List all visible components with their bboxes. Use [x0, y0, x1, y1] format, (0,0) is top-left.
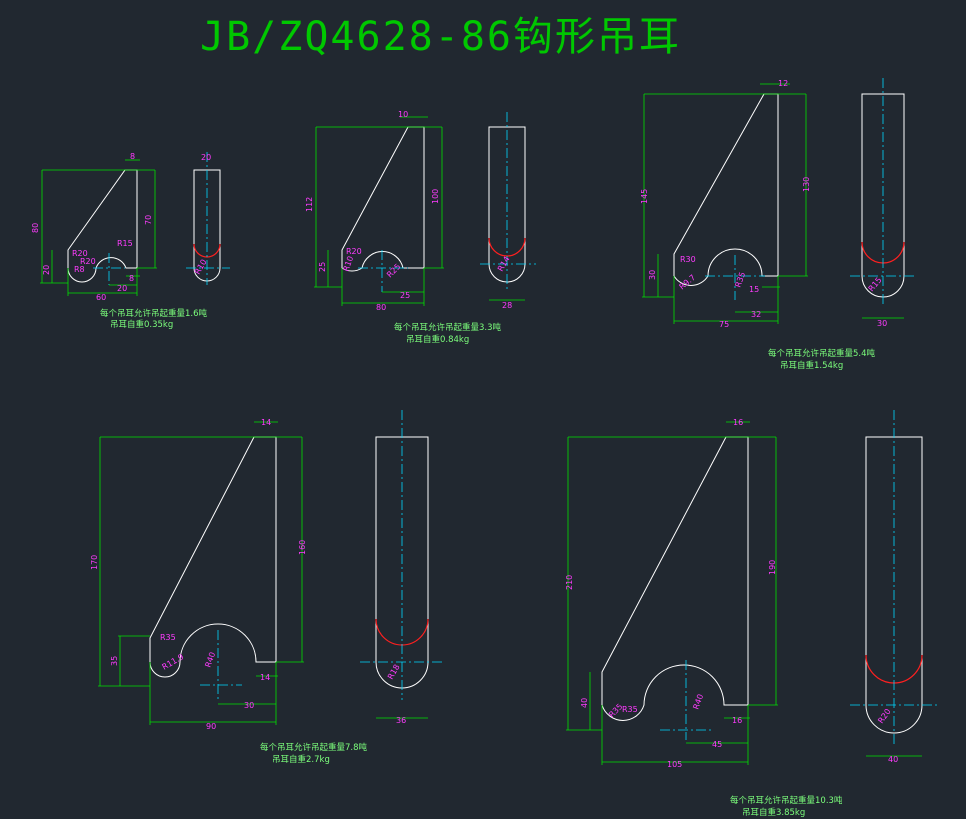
lug1-r2: R15 — [117, 239, 133, 248]
lug5-w-end: 16 — [732, 716, 742, 725]
lug2-side-r: R14 — [496, 255, 512, 273]
lug2-top-w: 10 — [398, 110, 408, 119]
lug3-h-base: 30 — [648, 270, 657, 280]
lug4-r1: R35 — [160, 633, 176, 642]
lug1-w-end: 8 — [129, 274, 134, 283]
lug4-side-r: R18 — [386, 663, 402, 681]
lug-5-front-view: 16 210 190 40 R35 R40 R35 105 45 16 — [565, 418, 778, 769]
lug5-w-right: 45 — [712, 740, 722, 749]
lug4-w-right: 30 — [244, 701, 254, 710]
lug5-w-total: 105 — [667, 760, 682, 769]
lug5-top-w: 16 — [733, 418, 743, 427]
lug3-r2: R9.7 — [678, 273, 698, 292]
lug5-r2: R40 — [691, 693, 705, 711]
lug2-h-total: 112 — [305, 197, 314, 212]
lug4-h-side: 160 — [298, 540, 307, 555]
lug-2-front-view: 10 112 100 25 R20 R10 R25 80 25 — [305, 110, 444, 312]
lug3-side-w: 30 — [877, 319, 887, 328]
lug5-h-total: 210 — [565, 575, 574, 590]
lug-5-side-view: 40 R20 — [850, 410, 940, 764]
lug5-h-side: 190 — [768, 560, 777, 575]
lug4-h-base: 35 — [110, 656, 119, 666]
lug1-note-load: 每个吊耳允许吊起重量1.6吨 — [100, 308, 208, 319]
lug1-note-weight: 吊耳自重0.35kg — [110, 319, 173, 330]
lug3-w-total: 75 — [719, 320, 729, 329]
lug3-note-weight: 吊耳自重1.54kg — [780, 360, 843, 371]
lug3-h-side: 130 — [802, 177, 811, 192]
lug3-r3: R35 — [733, 271, 747, 289]
lug5-note-load: 每个吊耳允许吊起重量10.3吨 — [730, 795, 843, 806]
lug2-w-right: 25 — [400, 291, 410, 300]
lug2-r2: R10 — [341, 255, 355, 273]
lug5-side-r: R20 — [876, 707, 892, 725]
lug3-top-w: 12 — [778, 79, 788, 88]
lug1-w-right: 20 — [117, 284, 127, 293]
lug4-top-w: 14 — [261, 418, 271, 427]
lug1-side-w: 20 — [201, 153, 211, 162]
lug1-r3: R20 — [80, 257, 96, 266]
lug1-r1: R20 — [72, 249, 88, 258]
lug2-r3: R25 — [385, 262, 403, 280]
drawing-title: JB/ZQ4628-86钩形吊耳 — [200, 14, 681, 60]
lug-4-side-view: 36 R18 — [360, 410, 444, 725]
lug4-side-w: 36 — [396, 716, 406, 725]
lug1-h-side: 70 — [144, 215, 153, 225]
lug4-w-end: 14 — [260, 673, 270, 682]
lug3-w-end: 15 — [749, 285, 759, 294]
lug4-h-total: 170 — [90, 555, 99, 570]
lug3-side-r: R15 — [867, 275, 884, 293]
lug3-h-total: 145 — [640, 189, 649, 204]
lug3-r1: R30 — [680, 255, 696, 264]
lug-2-side-view: 28 R14 — [480, 112, 536, 310]
lug-1-side-view: 20 R10 — [186, 152, 230, 285]
lug3-note-load: 每个吊耳允许吊起重量5.4吨 — [768, 348, 876, 359]
lug4-w-total: 90 — [206, 722, 216, 731]
lug-4-front-view: 14 170 160 35 R35 R11.9 R40 90 30 14 — [90, 418, 307, 731]
lug4-r2: R11.9 — [161, 652, 186, 671]
lug1-w-total: 60 — [96, 293, 106, 302]
lug4-r3: R40 — [203, 651, 217, 669]
lug2-w-total: 80 — [376, 303, 386, 312]
lug5-side-w: 40 — [888, 755, 898, 764]
lug-1-front-view: 8 80 70 20 R20 R15 R20 R8 60 20 8 — [31, 152, 157, 302]
lug5-r3: R35 — [622, 705, 638, 714]
lug2-note-weight: 吊耳自重0.84kg — [406, 334, 469, 345]
lug2-r1: R20 — [346, 247, 362, 256]
lug2-h-base: 25 — [318, 262, 327, 272]
lug2-note-load: 每个吊耳允许吊起重量3.3吨 — [394, 322, 502, 333]
lug-3-side-view: 30 R15 — [850, 78, 916, 328]
lug-3-front-view: 12 145 130 30 R30 R9.7 R35 75 32 15 — [640, 79, 811, 329]
lug4-note-weight: 吊耳自重2.7kg — [272, 754, 330, 765]
lug1-h-base: 20 — [42, 265, 51, 275]
lug1-h-total: 80 — [31, 223, 40, 233]
lug3-w-right: 32 — [751, 310, 761, 319]
lug2-side-w: 28 — [502, 301, 512, 310]
lug4-note-load: 每个吊耳允许吊起重量7.8吨 — [260, 742, 368, 753]
lug1-top-w: 8 — [130, 152, 135, 161]
lug1-r4: R8 — [74, 265, 85, 274]
lug5-h-base: 40 — [580, 698, 589, 708]
lug1-side-r: R10 — [193, 258, 209, 276]
lug2-h-side: 100 — [431, 189, 440, 204]
lug5-note-weight: 吊耳自重3.85kg — [742, 807, 805, 818]
